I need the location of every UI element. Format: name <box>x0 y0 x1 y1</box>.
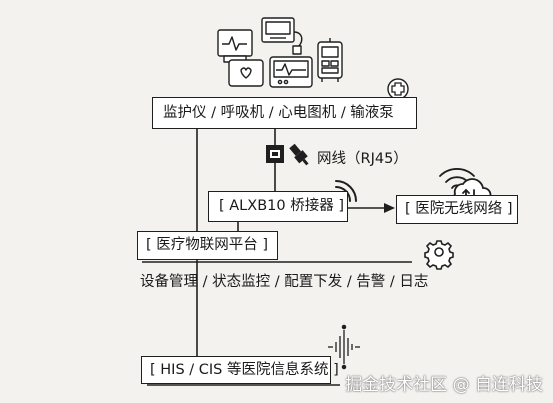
platform-label: [ 医疗物联网平台 ] <box>146 237 269 254</box>
platform-functions-label: 设备管理 / 状态监控 / 配置下发 / 告警 / 日志 <box>140 274 429 290</box>
devices-box: 监护仪 / 呼吸机 / 心电图机 / 输液泵 <box>152 97 417 129</box>
arrow-head <box>384 203 395 213</box>
bridge-box: [ ALXB10 桥接器 ] <box>208 191 348 222</box>
hospital-wifi-label: [ 医院无线网络 ] <box>405 201 513 218</box>
cable-label: 网线（RJ45） <box>317 151 408 167</box>
hospital-wifi-box: [ 医院无线网络 ] <box>396 195 518 224</box>
his-label: [ HIS / CIS 等医院信息系统 ] <box>150 361 339 378</box>
devices-label: 监护仪 / 呼吸机 / 心电图机 / 输液泵 <box>163 104 394 121</box>
watermark: 掘金技术社区 @ 自连科技 <box>345 375 543 395</box>
platform-box: [ 医疗物联网平台 ] <box>137 231 278 260</box>
bridge-label: [ ALXB10 桥接器 ] <box>219 198 344 215</box>
his-box: [ HIS / CIS 等医院信息系统 ] <box>141 356 339 384</box>
